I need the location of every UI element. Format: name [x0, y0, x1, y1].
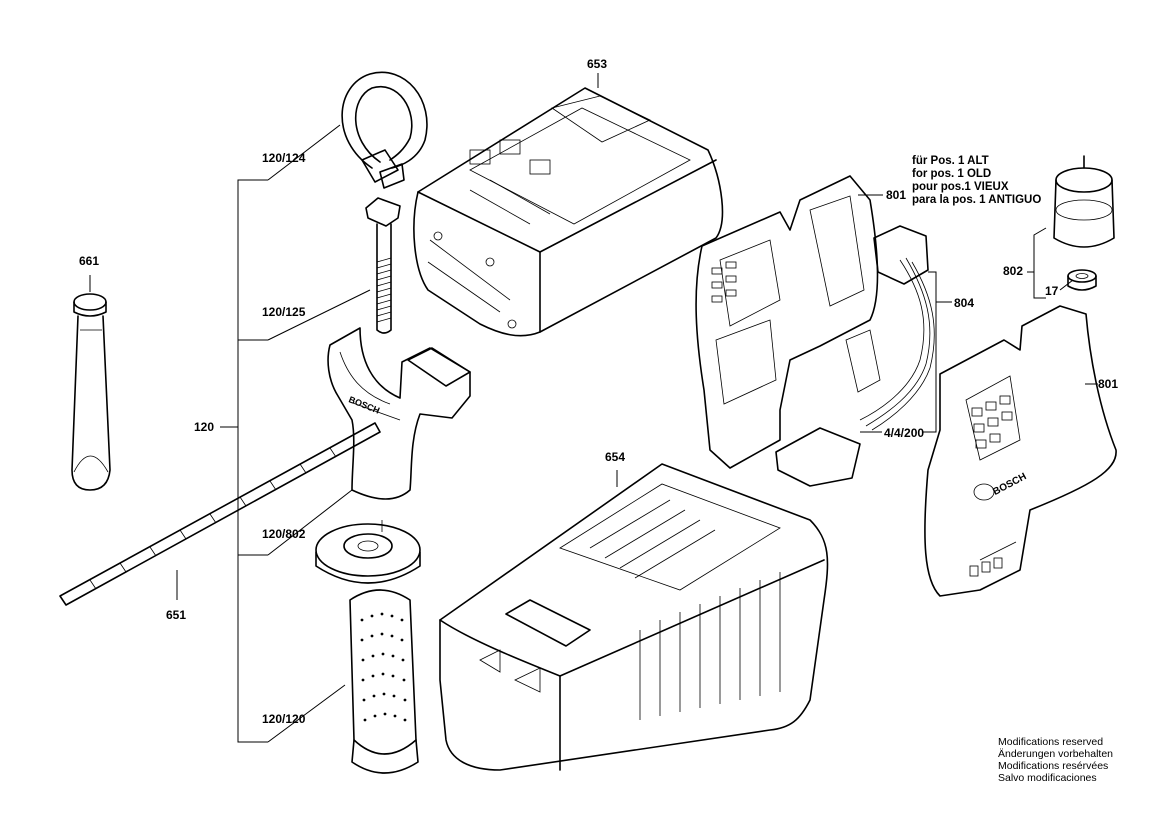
label-120-802: 120/802: [262, 527, 306, 541]
motor-802: [1053, 155, 1115, 291]
label-804: 804: [954, 296, 975, 310]
label-120-120: 120/120: [262, 712, 306, 726]
leader-lines: [89, 73, 1098, 743]
bolt-120-125: [365, 197, 401, 334]
label-120-125: 120/125: [262, 305, 306, 319]
modifications-line: Änderungen vorbehalten: [998, 748, 1114, 760]
modifications-notice: Modifications reserved Änderungen vorbeh…: [998, 736, 1113, 784]
label-661: 661: [79, 254, 100, 268]
label-802: 802: [1003, 264, 1024, 278]
position-note-line: para la pos. 1 ANTIGUO: [912, 194, 1042, 206]
housing-shell-801-upper: [695, 175, 879, 469]
housing-shell-801-lower: [924, 305, 1117, 597]
label-120: 120: [194, 420, 215, 434]
battery-pack-653: [413, 87, 724, 337]
label-651: 651: [166, 608, 187, 622]
position-note-line: for pos. 1 OLD: [912, 168, 992, 180]
clamp-band-120-124: [341, 71, 428, 189]
modifications-line: Modifications resérvées: [998, 760, 1109, 772]
position-note-line: pour pos.1 VIEUX: [912, 181, 1009, 193]
label-801-lower: 801: [1098, 377, 1119, 391]
auxiliary-handle-body-120: [327, 327, 471, 500]
label-4-4-200: 4/4/200: [884, 426, 925, 440]
handle-disc-120-802: [315, 520, 421, 584]
assembly-bracket-120: [220, 179, 268, 743]
modifications-line: Salvo modificaciones: [998, 772, 1097, 784]
switch-wiring-804: [775, 225, 935, 487]
label-17: 17: [1045, 284, 1059, 298]
modifications-line: Modifications reserved: [998, 736, 1104, 748]
label-653: 653: [587, 57, 608, 71]
label-654: 654: [605, 450, 626, 464]
label-120-124: 120/124: [262, 151, 306, 165]
grip-120-120: [349, 589, 419, 774]
charger-654: [439, 463, 829, 771]
label-801-upper: 801: [886, 188, 907, 202]
position-note-line: für Pos. 1 ALT: [912, 155, 989, 167]
depth-rod-651: [59, 422, 381, 606]
grease-tube-661: [71, 293, 111, 491]
